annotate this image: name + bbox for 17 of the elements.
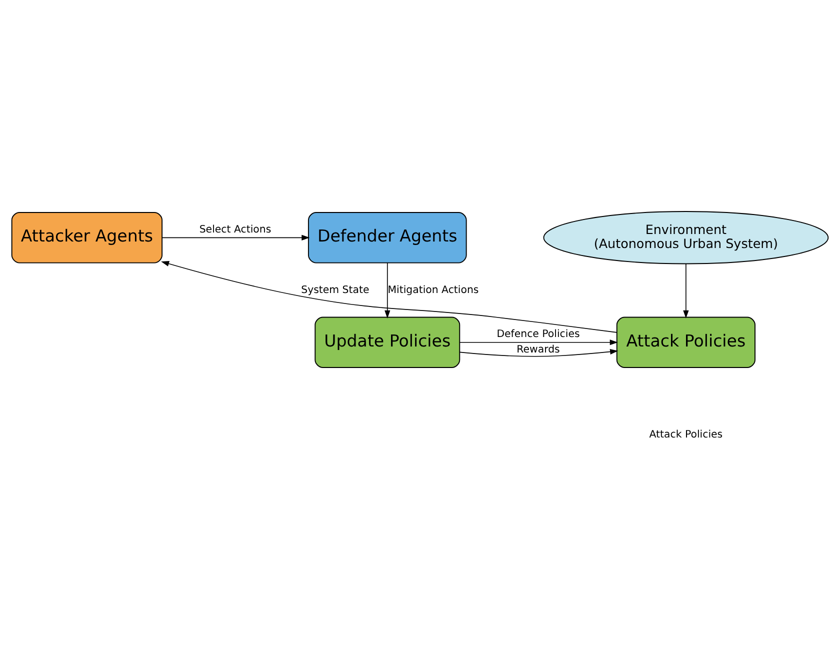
edge-label: Select Actions: [199, 224, 272, 235]
arrow: [683, 262, 689, 318]
node-box: Update Policies: [314, 316, 460, 368]
edge-label: Rewards: [516, 344, 560, 355]
label: Attack Policies: [649, 429, 723, 440]
arrow: [161, 260, 618, 332]
edge-label: System State: [301, 284, 370, 296]
arrow: [459, 348, 618, 356]
arrow: [459, 339, 618, 345]
edge-label: Mitigation Actions: [388, 284, 479, 296]
arrow: [384, 262, 390, 318]
arrow: [162, 234, 310, 240]
node-box: Attacker Agents: [11, 212, 163, 263]
node-box: Defender Agents: [308, 212, 467, 263]
node-ellipse: Environment (Autonomous Urban System): [543, 210, 829, 264]
node-box: Attack Policies: [616, 316, 756, 368]
edge-label: Defence Policies: [496, 328, 580, 340]
